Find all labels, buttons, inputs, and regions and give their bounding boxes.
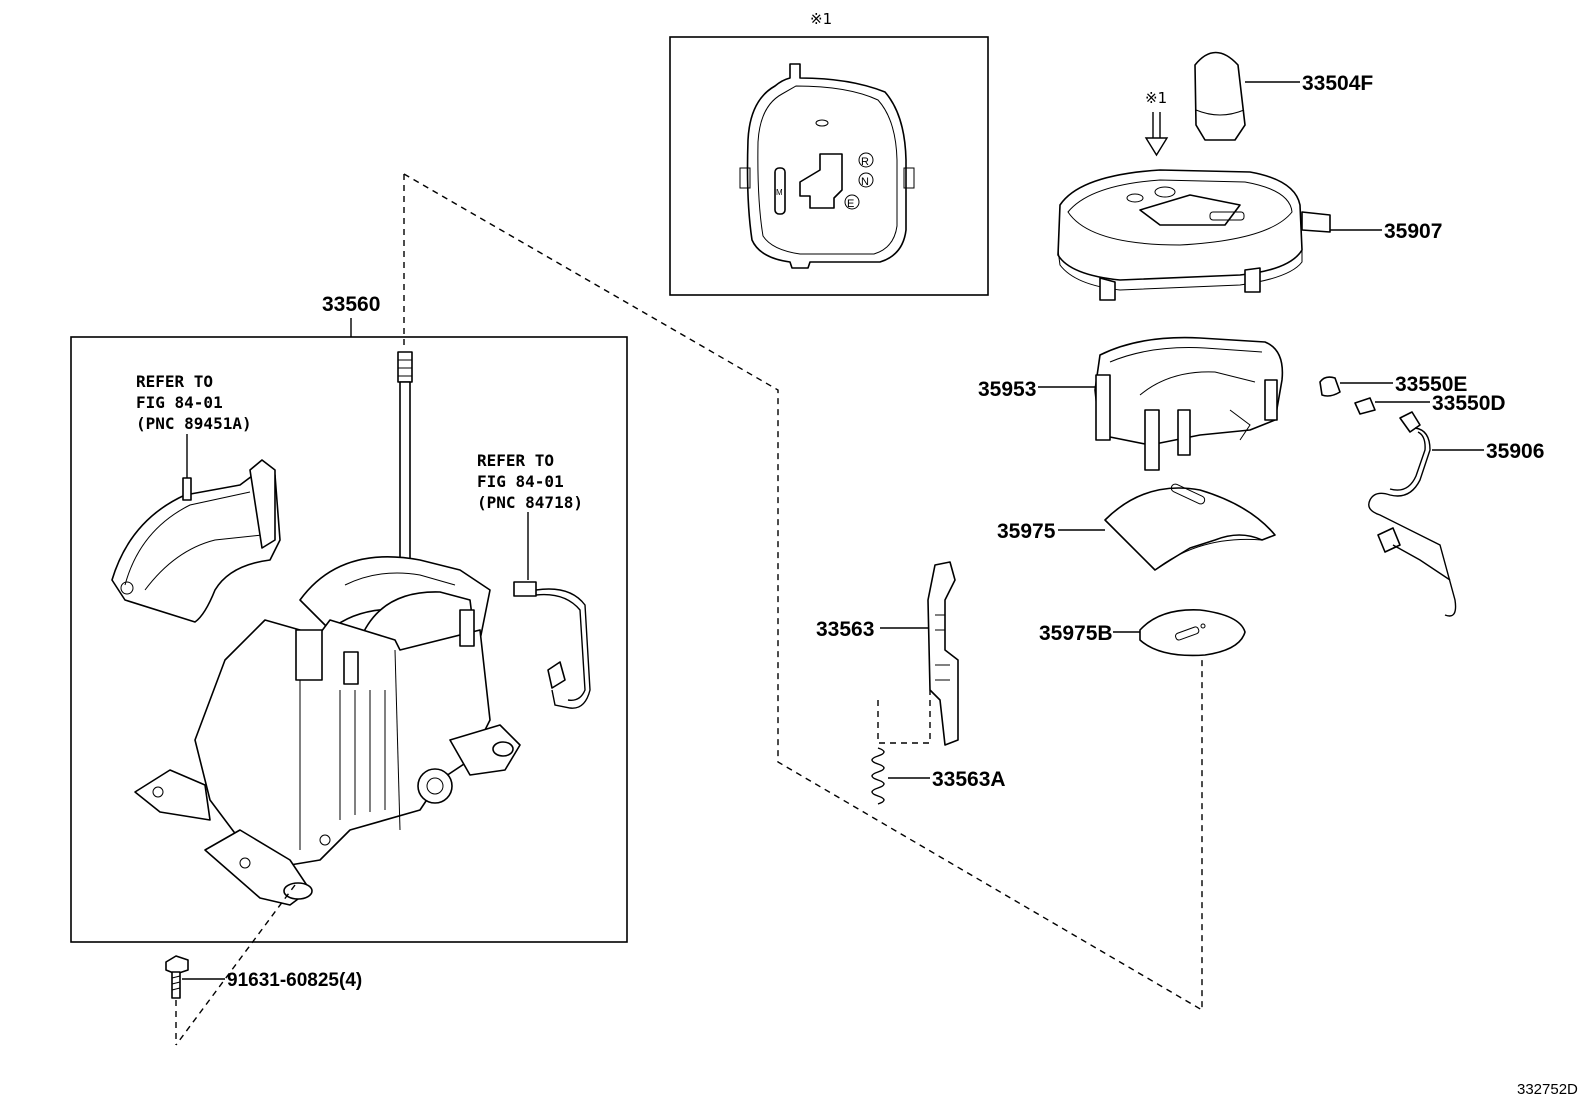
detent-lever: 33563 [816, 561, 959, 746]
indicator-cover [111, 459, 281, 623]
shift-lever-assembly: 33560 REFER TO FIG 84-01 (PNC 89451A) RE… [70, 293, 628, 943]
inset-frame [669, 36, 989, 296]
shift-housing [134, 556, 521, 906]
harness-connector [513, 581, 591, 709]
assembly-frame [70, 336, 628, 943]
lever-bezel: 35953 [978, 336, 1284, 471]
shift-knob: 33504F [1194, 51, 1373, 141]
dashed-guides [175, 173, 1203, 1046]
callout-33563: 33563 [816, 618, 874, 641]
gate-manual-slot [774, 167, 786, 215]
disc-cover: 35975B [1039, 609, 1246, 657]
detent-spring: 33563A [871, 747, 1006, 805]
callout-33560: 33560 [322, 293, 380, 316]
inset-gate-plate: ※1 M R N E [669, 10, 989, 296]
inset-reference-arrow: ※1 [1144, 89, 1169, 157]
gate-letter-m: M [776, 188, 783, 197]
bulb-socket: 33550E [1319, 373, 1467, 397]
callout-33563A: 33563A [932, 768, 1006, 791]
callout-35953: 35953 [978, 378, 1036, 401]
drawing-code: 332752D [1517, 1081, 1578, 1098]
inset-symbol: ※1 [810, 10, 832, 28]
callout-33550E: 33550E [1395, 373, 1467, 396]
illumination-wire: 35906 [1368, 411, 1544, 617]
gate-letter-r: R [861, 156, 869, 168]
reference-note-1: REFER TO FIG 84-01 (PNC 89451A) [136, 372, 252, 433]
bolt-91631: 91631-60825(4) [165, 955, 362, 999]
gate-slot [799, 153, 843, 209]
callout-33504F: 33504F [1302, 72, 1373, 95]
callout-35906: 35906 [1486, 440, 1544, 463]
callout-35907: 35907 [1384, 220, 1442, 243]
gate-letter-e: E [847, 198, 854, 210]
slide-cover: 35975 [997, 483, 1276, 571]
callout-35975B: 35975B [1039, 622, 1113, 645]
shift-lever-rod [397, 351, 413, 593]
callout-33550D: 33550D [1432, 392, 1506, 415]
svg-text:※1: ※1 [1145, 89, 1167, 107]
indicator-bulb: 33550D [1354, 392, 1506, 415]
callout-91631-60825: 91631-60825(4) [227, 970, 362, 991]
gate-letter-n: N [861, 176, 869, 188]
console-panel: 35907 [1057, 169, 1442, 301]
callout-35975: 35975 [997, 520, 1056, 543]
reference-note-2: REFER TO FIG 84-01 (PNC 84718) [477, 451, 583, 512]
